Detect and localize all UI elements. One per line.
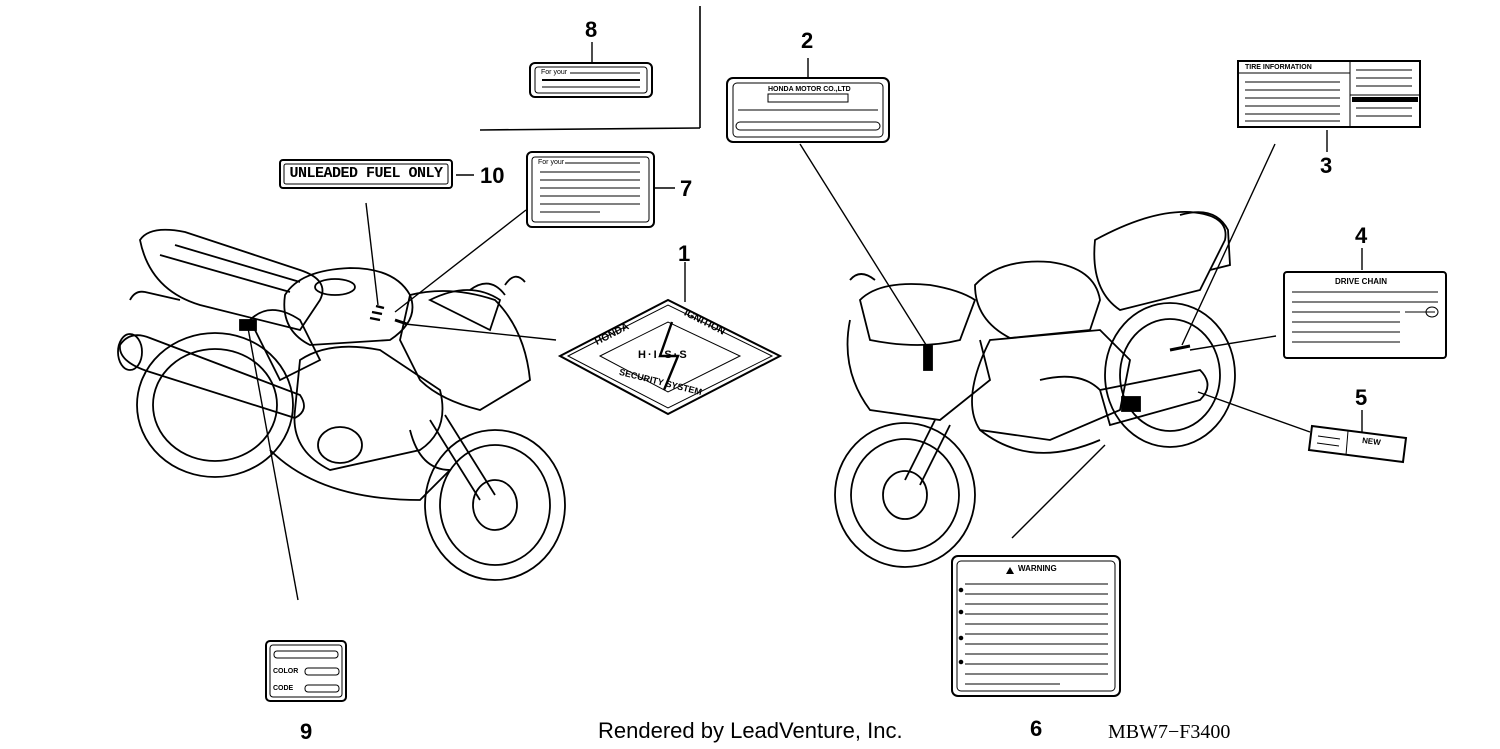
- label-7-text: For your: [538, 159, 565, 166]
- label-2-text: HONDA MOTOR CO.,LTD: [768, 86, 851, 93]
- label-8: [529, 62, 653, 98]
- divider-lines: [479, 6, 701, 131]
- label-3-text: TIRE INFORMATION: [1245, 64, 1312, 71]
- label-6-text: WARNING: [1018, 564, 1057, 573]
- label-6-warning: [951, 555, 1121, 697]
- label-8-text: For your: [541, 69, 568, 76]
- diagram-code: MBW7−F3400: [1108, 721, 1231, 743]
- leader-lines: [247, 42, 1363, 601]
- hiss-center-text: H·I·S·S: [638, 349, 689, 361]
- callout-7: 7: [680, 176, 693, 201]
- callout-5: 5: [1355, 385, 1368, 410]
- callout-4: 4: [1355, 223, 1368, 248]
- callout-9: 9: [300, 719, 313, 744]
- label-9-code-text: CODE: [273, 685, 294, 692]
- callout-8: 8: [585, 17, 598, 42]
- callout-2: 2: [801, 28, 814, 53]
- callout-3: 3: [1320, 153, 1333, 178]
- label-7: [526, 151, 655, 228]
- label-4-text: DRIVE CHAIN: [1335, 277, 1388, 286]
- label-2: [726, 77, 890, 143]
- label-9-color-text: COLOR: [273, 668, 299, 675]
- motorcycle-left-side: [117, 228, 566, 581]
- label-1-hiss-emblem: [557, 298, 783, 416]
- render-credit: Rendered by LeadVenture, Inc.: [598, 718, 903, 743]
- label-9-color-code: [265, 640, 347, 702]
- label-5: [1307, 424, 1408, 464]
- callout-1: 1: [678, 241, 691, 266]
- callout-6: 6: [1030, 716, 1043, 741]
- unleaded-fuel-text: UNLEADED FUEL ONLY: [289, 165, 443, 182]
- label-4-drive-chain: [1283, 271, 1447, 359]
- label-10-unleaded-fuel: [279, 159, 453, 189]
- label-3: [1237, 60, 1421, 128]
- motorcycle-right-side: [834, 211, 1236, 568]
- callout-10: 10: [480, 163, 505, 188]
